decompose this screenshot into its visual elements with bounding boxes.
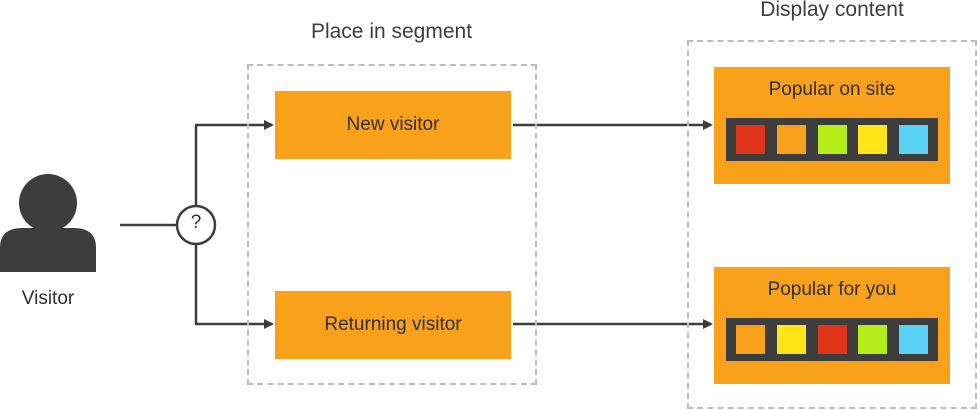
visitor-label: Visitor bbox=[21, 288, 75, 309]
swatch bbox=[858, 325, 888, 354]
content-card-popular-on-site-title: Popular on site bbox=[768, 79, 896, 100]
swatch bbox=[899, 125, 928, 154]
content-group bbox=[687, 40, 977, 409]
content-section-title: Display content bbox=[760, 0, 904, 21]
segment-returning-visitor-label: Returning visitor bbox=[324, 314, 462, 335]
decision-node bbox=[175, 204, 217, 246]
swatch bbox=[736, 325, 765, 354]
swatch bbox=[858, 125, 888, 154]
segment-group bbox=[247, 64, 537, 385]
decision-symbol: ? bbox=[190, 212, 202, 233]
content-card-popular-for-you: Popular for you bbox=[714, 267, 950, 384]
swatch bbox=[776, 325, 806, 354]
segment-returning-visitor: Returning visitor bbox=[275, 291, 511, 359]
person-icon bbox=[0, 174, 96, 272]
swatch bbox=[776, 125, 806, 154]
swatch bbox=[817, 125, 847, 154]
segment-section-title: Place in segment bbox=[310, 20, 473, 43]
swatch bbox=[899, 325, 928, 354]
content-card-popular-on-site: Popular on site bbox=[714, 67, 950, 184]
swatch-bar bbox=[726, 118, 938, 161]
swatch bbox=[817, 325, 847, 354]
swatch-bar bbox=[726, 318, 938, 361]
segment-new-visitor: New visitor bbox=[275, 91, 511, 159]
swatch bbox=[736, 125, 765, 154]
segment-new-visitor-label: New visitor bbox=[346, 114, 440, 135]
content-card-popular-for-you-title: Popular for you bbox=[767, 279, 897, 300]
